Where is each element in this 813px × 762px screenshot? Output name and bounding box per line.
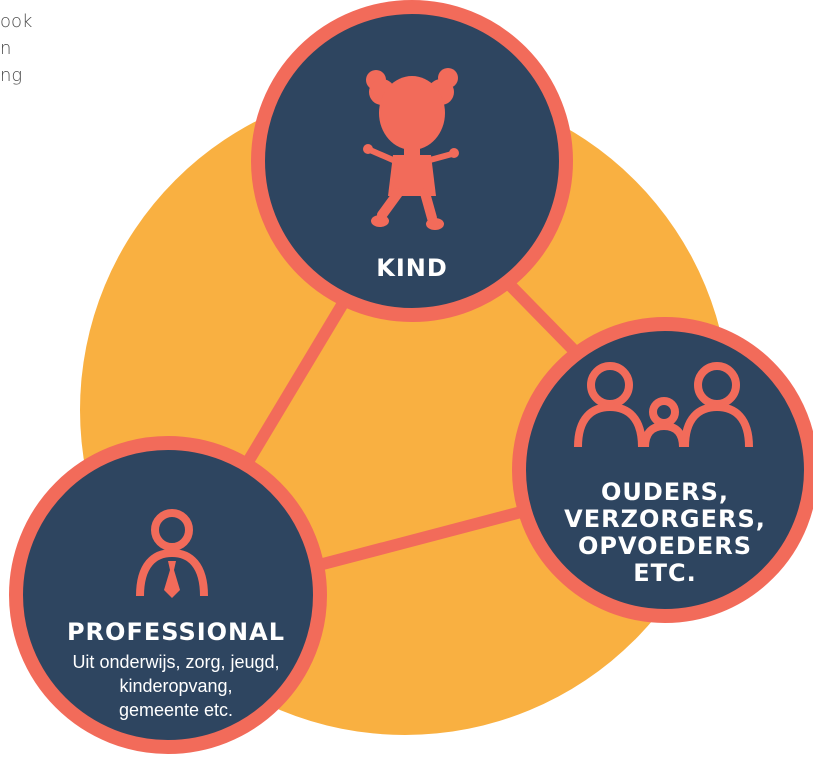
- node-ouders-title-line-1: OUDERS,: [601, 478, 729, 506]
- node-ouders-title-line-3: OPVOEDERS: [578, 532, 752, 560]
- node-professional-title: PROFESSIONAL: [67, 618, 285, 646]
- child-icon: [363, 68, 459, 230]
- node-professional-desc-line-1: Uit onderwijs, zorg, jeugd,: [72, 652, 279, 672]
- intro-line-1: ook: [0, 11, 33, 32]
- node-ouders-title-line-4: ETC.: [633, 559, 697, 587]
- node-professional-desc-line-3: gemeente etc.: [119, 700, 233, 720]
- node-professional-circle: [9, 436, 327, 754]
- professional-icon: [136, 509, 208, 598]
- node-professional-desc-line-2: kinderopvang,: [119, 676, 232, 696]
- node-kind-title: KIND: [376, 254, 448, 282]
- node-professional: PROFESSIONAL Uit onderwijs, zorg, jeugd,…: [9, 436, 327, 754]
- node-ouders: OUDERS, VERZORGERS, OPVOEDERS ETC.: [512, 317, 813, 623]
- node-kind: KIND: [251, 0, 573, 322]
- intro-line-2: n: [0, 38, 12, 59]
- family-icon: [574, 362, 753, 448]
- node-ouders-title-line-2: VERZORGERS,: [564, 505, 766, 533]
- intro-line-3: ng: [0, 65, 23, 86]
- connector-professional-ouders: [294, 499, 554, 576]
- intro-text-fragment: ook n ng: [0, 8, 32, 89]
